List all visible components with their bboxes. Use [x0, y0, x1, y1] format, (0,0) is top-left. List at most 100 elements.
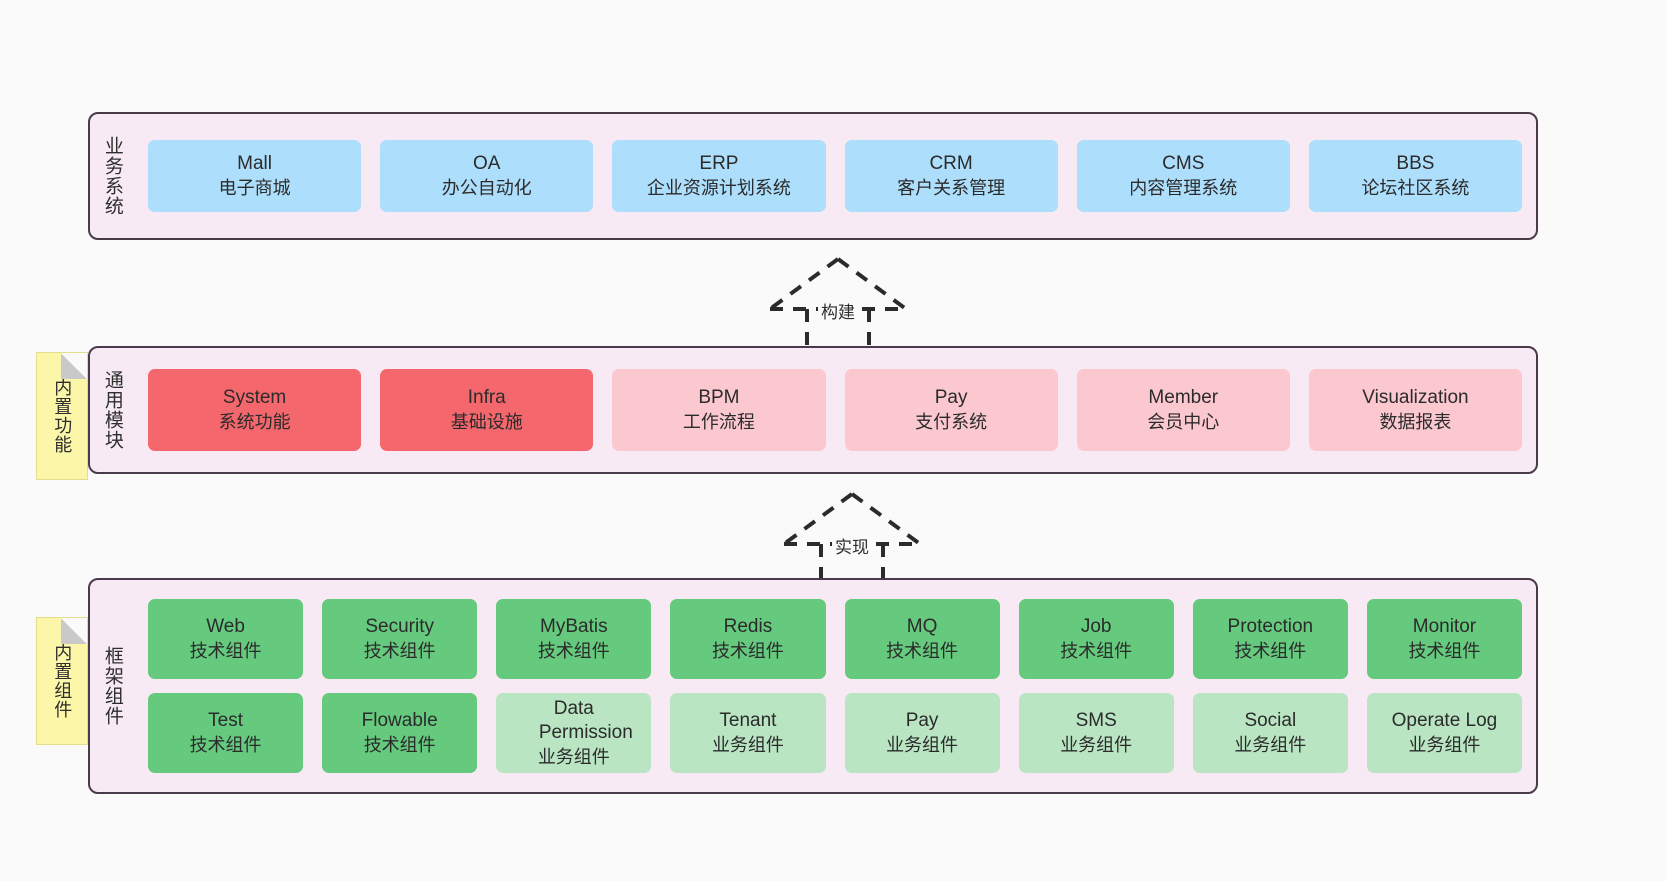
card-web[interactable]: Web 技术组件 [148, 599, 304, 679]
card-oa[interactable]: OA 办公自动化 [380, 140, 594, 212]
layer-title-framework-components: 框架组件 [101, 646, 123, 726]
card-subtitle: 技术组件 [537, 640, 610, 661]
card-title: Job [1080, 616, 1112, 638]
card-subtitle: 系统功能 [218, 411, 291, 432]
card-title: BPM [698, 387, 740, 409]
card-monitor[interactable]: Monitor 技术组件 [1366, 599, 1522, 679]
card-social[interactable]: Social 业务组件 [1192, 693, 1348, 773]
card-title: Pay [905, 710, 939, 732]
card-subtitle: 客户关系管理 [897, 177, 1006, 198]
card-security[interactable]: Security 技术组件 [322, 599, 478, 679]
card-subtitle: 技术组件 [1060, 640, 1133, 661]
card-title: Social [1244, 710, 1297, 732]
card-title: Test [208, 710, 243, 732]
card-crm[interactable]: CRM 客户关系管理 [844, 140, 1058, 212]
layer-common-modules[interactable]: 通用模块 System 系统功能 Infra 基础设施 BPM 工作流程 Pay… [88, 346, 1538, 474]
card-title: Data Permission [538, 698, 633, 744]
layer-title-business: 业务系统 [101, 136, 123, 216]
card-member[interactable]: Member 会员中心 [1076, 369, 1290, 451]
card-title: Pay [934, 387, 968, 409]
card-flowable[interactable]: Flowable 技术组件 [322, 693, 478, 773]
card-protection[interactable]: Protection 技术组件 [1192, 599, 1348, 679]
card-cms[interactable]: CMS 内容管理系统 [1076, 140, 1290, 212]
connector-implement-label: 实现 [832, 533, 872, 558]
card-subtitle: 技术组件 [189, 734, 262, 755]
card-title: Tenant [719, 710, 777, 732]
note-label: 内置组件 [52, 643, 73, 719]
card-subtitle: 电子商城 [218, 177, 291, 198]
card-bpm[interactable]: BPM 工作流程 [612, 369, 826, 451]
layer-business-systems[interactable]: 业务系统 Mall 电子商城 OA 办公自动化 ERP 企业资源计划系统 CRM… [88, 112, 1538, 240]
card-subtitle: 办公自动化 [441, 177, 532, 198]
card-subtitle: 论坛社区系统 [1361, 177, 1470, 198]
card-subtitle: 技术组件 [1408, 640, 1481, 661]
card-title: Flowable [361, 710, 438, 732]
layer-framework-components[interactable]: 框架组件 Web 技术组件 Security 技术组件 MyBatis 技术组件… [88, 578, 1538, 794]
card-title: System [222, 387, 287, 409]
card-tenant[interactable]: Tenant 业务组件 [670, 693, 826, 773]
card-subtitle: 技术组件 [363, 640, 436, 661]
card-title: Infra [467, 387, 506, 409]
card-title: MQ [906, 616, 938, 638]
layer-business-cards: Mall 电子商城 OA 办公自动化 ERP 企业资源计划系统 CRM 客户关系… [134, 114, 1536, 238]
card-system[interactable]: System 系统功能 [148, 369, 362, 451]
card-test[interactable]: Test 技术组件 [148, 693, 304, 773]
layer-title-common-modules: 通用模块 [101, 370, 123, 450]
card-subtitle: 业务组件 [886, 734, 959, 755]
card-row: Web 技术组件 Security 技术组件 MyBatis 技术组件 Redi… [148, 599, 1522, 679]
card-data-permission[interactable]: Data Permission 业务组件 [496, 693, 652, 773]
card-erp[interactable]: ERP 企业资源计划系统 [612, 140, 826, 212]
card-subtitle: 会员中心 [1147, 411, 1220, 432]
card-row: System 系统功能 Infra 基础设施 BPM 工作流程 Pay 支付系统… [148, 369, 1523, 451]
note-builtin-components[interactable]: 内置组件 [36, 617, 88, 745]
card-title: Operate Log [1391, 710, 1498, 732]
card-title: BBS [1396, 153, 1435, 175]
card-subtitle: 业务组件 [1060, 734, 1133, 755]
card-subtitle: 技术组件 [1234, 640, 1307, 661]
connector-build-label: 构建 [818, 298, 858, 323]
card-title: Web [206, 616, 245, 638]
card-row: Test 技术组件 Flowable 技术组件 Data Permission … [148, 693, 1522, 773]
card-subtitle: 技术组件 [711, 640, 784, 661]
card-bbs[interactable]: BBS 论坛社区系统 [1308, 140, 1523, 212]
card-subtitle: 业务组件 [711, 734, 784, 755]
card-subtitle: 内容管理系统 [1129, 177, 1238, 198]
card-subtitle: 技术组件 [886, 640, 959, 661]
layer-framework-cards: Web 技术组件 Security 技术组件 MyBatis 技术组件 Redi… [134, 580, 1536, 792]
card-title: Redis [723, 616, 773, 638]
card-visualization[interactable]: Visualization 数据报表 [1308, 369, 1523, 451]
card-sms[interactable]: SMS 业务组件 [1018, 693, 1174, 773]
card-subtitle: 业务组件 [1234, 734, 1307, 755]
note-builtin-features[interactable]: 内置功能 [36, 352, 88, 480]
card-pay-component[interactable]: Pay 业务组件 [844, 693, 1000, 773]
card-subtitle: 技术组件 [189, 640, 262, 661]
card-title: Security [365, 616, 434, 638]
card-title: MyBatis [540, 616, 608, 638]
card-title: Mall [237, 153, 272, 175]
connector-build: 构建 [758, 255, 918, 351]
card-subtitle: 数据报表 [1379, 411, 1452, 432]
card-subtitle: 业务组件 [537, 746, 610, 767]
card-mybatis[interactable]: MyBatis 技术组件 [496, 599, 652, 679]
card-title: OA [473, 153, 501, 175]
card-title: Member [1148, 387, 1219, 409]
card-subtitle: 企业资源计划系统 [646, 177, 791, 198]
card-pay-module[interactable]: Pay 支付系统 [844, 369, 1058, 451]
card-subtitle: 业务组件 [1408, 734, 1481, 755]
card-title: CRM [929, 153, 973, 175]
card-infra[interactable]: Infra 基础设施 [380, 369, 594, 451]
card-subtitle: 技术组件 [363, 734, 436, 755]
card-title: CMS [1162, 153, 1205, 175]
card-title: ERP [699, 153, 739, 175]
card-title: Visualization [1362, 387, 1469, 409]
card-job[interactable]: Job 技术组件 [1018, 599, 1174, 679]
card-subtitle: 工作流程 [682, 411, 755, 432]
card-mall[interactable]: Mall 电子商城 [148, 140, 362, 212]
card-operate-log[interactable]: Operate Log 业务组件 [1366, 693, 1522, 773]
card-redis[interactable]: Redis 技术组件 [670, 599, 826, 679]
card-title: Protection [1227, 616, 1314, 638]
card-title: SMS [1075, 710, 1117, 732]
note-label: 内置功能 [52, 378, 73, 454]
card-mq[interactable]: MQ 技术组件 [844, 599, 1000, 679]
